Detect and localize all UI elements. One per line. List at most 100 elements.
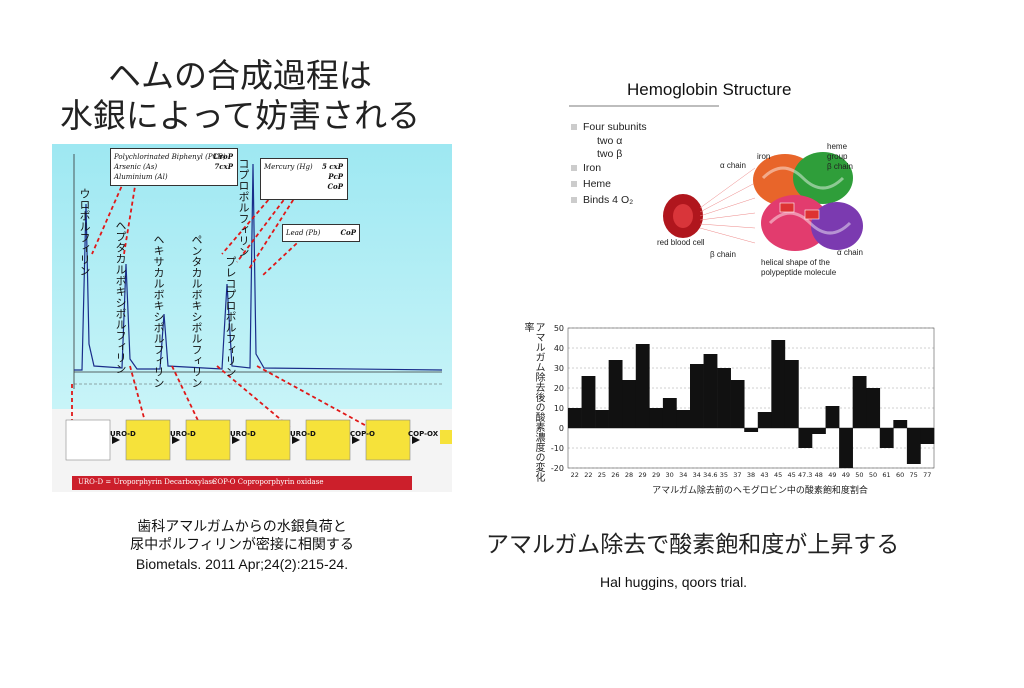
peak-label-hepta: ヘプタカルボキシポルフィリン	[114, 220, 127, 374]
y-tick-label: -20	[551, 464, 564, 473]
x-tick-label: 43	[760, 471, 768, 479]
x-tick-label: 35	[720, 471, 728, 479]
bar	[771, 340, 786, 428]
bullet-icon	[571, 124, 577, 130]
x-tick-label: 29	[652, 471, 660, 479]
peak-label-penta: ペンタカルボキシポルフィリン	[190, 234, 203, 388]
hemoglobin-panel: Hemoglobin Structure Four subunits two α…	[565, 78, 910, 278]
x-tick-label: 48	[815, 471, 823, 479]
x-tick-label: 50	[869, 471, 877, 479]
footer-copo: COP-O Coproporphyrin oxidase	[212, 478, 324, 486]
bar	[852, 376, 867, 428]
x-tick-label: 60	[896, 471, 904, 479]
label-beta-chain-top: β chain	[827, 162, 853, 171]
pathway-molecules	[65, 419, 452, 461]
bar	[906, 428, 921, 464]
pathway-label-2: URO-D	[170, 430, 196, 438]
bar	[649, 408, 664, 428]
pathway-label-5: COP-O	[350, 430, 375, 438]
bar	[784, 360, 799, 428]
y-tick-label: 20	[554, 384, 564, 393]
label-group: group	[827, 152, 848, 161]
bar	[581, 376, 596, 428]
item-iron: Iron	[571, 162, 601, 174]
footer-urod: URO-D = Uroporphyrin Decarboxylase	[78, 478, 217, 486]
box-lead: Lead (Pb) CoP	[282, 224, 360, 242]
bar	[595, 410, 609, 428]
right-caption-sub: Hal huggins, qoors trial.	[600, 574, 748, 590]
x-tick-label: 26	[611, 471, 619, 479]
bar	[568, 408, 582, 428]
pathway-label-1: URO-D	[110, 430, 136, 438]
chromatogram-panel: ウロポルフィリン ヘプタカルボキシポルフィリン ヘキサカルボキシポルフィリン ペ…	[52, 144, 452, 492]
chromatogram-trace	[74, 163, 443, 371]
x-tick-label: 34	[693, 471, 701, 479]
bar	[757, 412, 772, 428]
bar	[662, 398, 677, 428]
bar	[608, 360, 623, 428]
x-tick-label: 34.6	[703, 471, 717, 479]
x-tick-label: 22	[584, 471, 592, 479]
bullet-icon	[571, 165, 577, 171]
item-two-beta: two β	[597, 148, 623, 160]
bar	[703, 354, 718, 428]
label-heme: heme	[827, 142, 848, 151]
bar	[893, 420, 908, 428]
x-tick-label: 61	[882, 471, 890, 479]
label-alpha-chain-bottom: α chain	[837, 248, 863, 257]
bar	[717, 368, 731, 428]
x-tick-label: 45	[774, 471, 782, 479]
x-tick-label: 49	[828, 471, 836, 479]
beta-chain-blob	[793, 152, 853, 204]
x-tick-label: 45	[788, 471, 796, 479]
peak-label-precopro: プレコプロポルフィリン	[224, 256, 237, 377]
bar	[866, 388, 881, 428]
x-tick-label: 30	[666, 471, 674, 479]
label-beta-chain-bottom: β chain	[710, 250, 736, 259]
item-four-subunits: Four subunits	[571, 121, 647, 133]
y-tick-label: 40	[554, 344, 564, 353]
bar	[676, 410, 691, 428]
pathway-label-3: URO-D	[230, 430, 256, 438]
peak-label-uroporphyrin: ウロポルフィリン	[78, 188, 91, 276]
x-tick-label: 75	[910, 471, 918, 479]
alpha-chain-blob-2	[811, 202, 863, 250]
y-tick-label: 50	[554, 324, 564, 333]
hemoglobin-molecule-graphic	[663, 152, 863, 251]
left-caption-line2: 尿中ポルフィリンが密接に相関する	[130, 537, 354, 553]
bar	[730, 380, 745, 428]
y-tick-label: 0	[559, 424, 564, 433]
bar	[798, 428, 813, 448]
bar	[839, 428, 853, 468]
x-tick-label: 77	[923, 471, 931, 479]
bar	[825, 406, 840, 428]
y-tick-label: 30	[554, 364, 564, 373]
x-tick-label: 29	[638, 471, 646, 479]
title-rule	[569, 105, 719, 107]
left-caption-citation: Biometals. 2011 Apr;24(2):215-24.	[135, 556, 349, 572]
label-helical-1: helical shape of the	[761, 258, 830, 267]
x-tick-label: 49	[842, 471, 850, 479]
left-caption-line1: 歯科アマルガムからの水銀負荷と	[137, 519, 347, 535]
x-tick-label: 22	[571, 471, 579, 479]
x-tick-label: 37	[733, 471, 741, 479]
bar	[812, 428, 826, 434]
box-mercury: Mercury (Hg) 5 cxP PcP CoP	[260, 158, 348, 200]
chromatogram-background	[52, 144, 452, 409]
bar	[690, 364, 704, 428]
label-iron: iron	[757, 152, 771, 161]
left-title-line1: ヘムの合成過程は	[108, 56, 372, 95]
x-tick-label: 38	[747, 471, 755, 479]
chart-xlabel: アマルガム除去前のヘモグロビン中の酸素飽和度割合	[652, 486, 868, 496]
y-tick-label: 10	[554, 404, 564, 413]
item-heme: Heme	[571, 178, 611, 190]
x-tick-label: 25	[598, 471, 606, 479]
label-red-blood-cell: red blood cell	[657, 238, 705, 247]
pathway-label-6: COP-OX	[408, 430, 439, 438]
pathway-arrows	[112, 436, 420, 444]
x-tick-label: 34	[679, 471, 687, 479]
peak-label-copro: コプロポルフィリン	[237, 158, 250, 257]
item-binds-o2: Binds 4 O₂	[571, 194, 633, 206]
